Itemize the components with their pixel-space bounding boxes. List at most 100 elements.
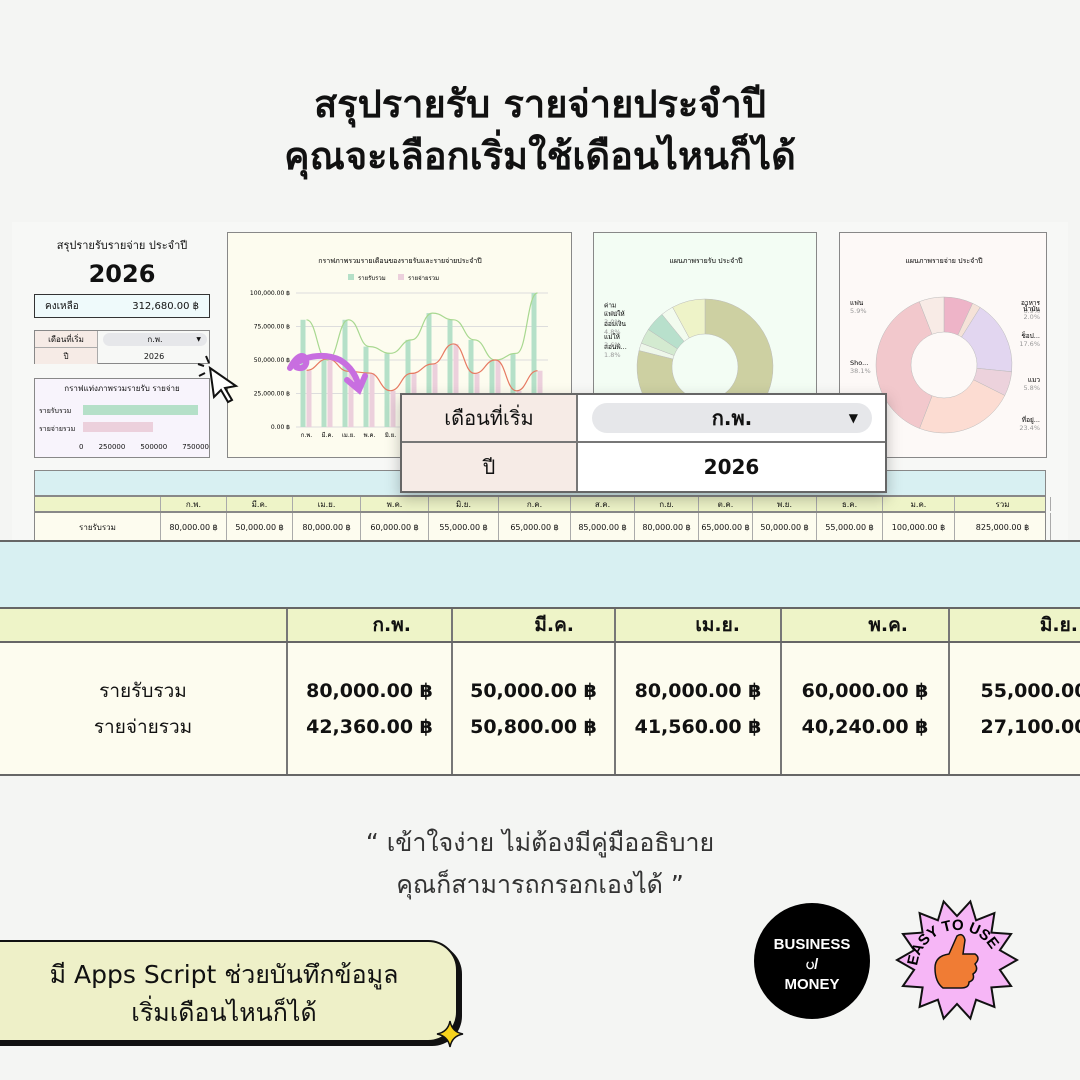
amount: 40,240.00 ฿: [801, 715, 929, 738]
trend-line: [306, 292, 538, 361]
table-cell: 80,000.00 ฿: [161, 513, 227, 541]
table-cell: 50,000.00 ฿: [227, 513, 293, 541]
expense-pie-chart: แผนภาพรายจ่าย ประจำปีอาหาร6.9%น้ำมัน2.0%…: [839, 232, 1047, 458]
year-label: ปี: [35, 348, 98, 364]
table-cell: 60,000.00 ฿: [361, 513, 429, 541]
brand-mid: ပ/: [805, 956, 819, 973]
column-header: ม.ค.: [883, 497, 955, 511]
bar: [447, 319, 453, 427]
table-cell: 55,000.00 ฿: [429, 513, 499, 541]
table-cell: 85,000.00 ฿: [571, 513, 635, 541]
y-tick-label: 100,000.00 ฿: [250, 290, 290, 297]
slice-label: ช็อป...: [1021, 331, 1040, 340]
balance-box: คงเหลือ 312,680.00 ฿: [34, 294, 210, 318]
legend-swatch: [398, 274, 404, 280]
year-input[interactable]: 2026: [703, 455, 760, 479]
chart-title: กราฟภาพรวมรายเดือนของรายรับและรายจ่ายประ…: [318, 257, 482, 265]
slice-percent: 6.9%: [1023, 307, 1040, 315]
brand-bottom: MONEY: [784, 976, 840, 993]
mini-bar-title: กราฟแท่งภาพรวมรายรับ รายจ่าย: [64, 384, 180, 393]
bar: [306, 370, 312, 427]
chevron-down-icon: ▼: [196, 336, 201, 343]
slice-label: สอนพิ...: [604, 343, 627, 351]
slice-label: ค่าม: [604, 302, 616, 310]
thumbs-up-icon: [934, 933, 979, 989]
balance-label: คงเหลือ: [45, 300, 79, 312]
balance-value: 312,680.00 ฿: [132, 300, 199, 312]
legend-swatch: [348, 274, 354, 280]
column-header: ก.พ.: [161, 497, 227, 511]
bar: [300, 319, 306, 427]
column-header: ส.ค.: [571, 497, 635, 511]
pie-slice: [918, 296, 945, 335]
cursor-icon: [197, 355, 239, 404]
mini-table-header: ก.พ.มี.ค.เม.ย.พ.ค.มิ.ย.ก.ค.ส.ค.ก.ย.ต.ค.พ…: [34, 496, 1051, 512]
table-cell: 60,000.00 ฿ 40,240.00 ฿: [782, 643, 950, 774]
slice-label: แฟนให้: [604, 310, 625, 318]
x-tick-label: มี.ค.: [322, 431, 334, 439]
slice-label: แม่ให้: [604, 333, 620, 341]
pie-slice: [672, 298, 706, 339]
table-cell: 80,000.00 ฿41,560.00 ฿: [616, 643, 782, 774]
summary-year: 2026: [88, 260, 156, 288]
x-tick-label: เม.ย.: [342, 432, 355, 439]
bar: [327, 358, 333, 427]
slice-label: ออมเงิน: [604, 320, 626, 328]
column-header: มี.ค.: [227, 497, 293, 511]
chevron-down-icon: ▼: [848, 411, 858, 425]
slice-label: แฟน: [850, 299, 864, 307]
sparkle-icon: [436, 1020, 464, 1048]
table-cell: 65,000.00 ฿: [499, 513, 571, 541]
year-label: ปี: [402, 443, 578, 491]
column-header: พ.ย.: [753, 497, 817, 511]
quote-line-2: คุณก็สามารถกรอกเองได้ ”: [396, 870, 684, 899]
slice-percent: 2.0%: [1023, 313, 1040, 321]
table-cell: 80,000.00 ฿42,360.00 ฿: [288, 643, 453, 774]
column-header: ก.พ.: [288, 609, 453, 641]
year-input[interactable]: 2026: [143, 351, 165, 361]
monthly-bar-chart: กราฟภาพรวมรายเดือนของรายรับและรายจ่ายประ…: [227, 232, 572, 458]
x-tick-label: ก.พ.: [301, 432, 312, 439]
mini-bar-income: [83, 405, 198, 415]
column-header: มี.ค.: [453, 609, 616, 641]
slice-percent: 3.0%: [604, 318, 621, 326]
column-header: ธ.ค.: [817, 497, 883, 511]
start-month-dropdown[interactable]: ก.พ.▼: [103, 333, 207, 346]
table-cell: รายรับรวม: [35, 513, 161, 541]
slice-percent: 23.4%: [1019, 424, 1040, 432]
headline-line-1: สรุปรายรับ รายจ่ายประจำปี: [313, 82, 767, 126]
slice-percent: 38.1%: [850, 367, 871, 375]
amount: 55,000.00: [980, 679, 1080, 702]
column-header: เม.ย.: [293, 497, 361, 511]
bar: [321, 360, 327, 427]
slice-label: อาหาร: [1021, 299, 1040, 307]
mini-bar-label: รายรับรวม: [39, 407, 72, 415]
mini-bar-expense: [83, 422, 153, 432]
bar: [342, 319, 348, 427]
bar: [453, 343, 459, 427]
amount: 60,000.00 ฿: [801, 679, 929, 702]
trend-line: [306, 343, 538, 392]
easy-to-use-sticker: EASY TO USE: [895, 899, 1019, 1021]
start-month-dropdown[interactable]: ก.พ.▼: [592, 403, 872, 433]
quote: “ เข้าใจง่าย ไม่ต้องมีคู่มืออธิบาย คุณก็…: [0, 822, 1080, 906]
bar: [348, 371, 354, 427]
column-header: มิ.ย.: [429, 497, 499, 511]
slice-percent: 1.8%: [604, 351, 621, 359]
amount: 41,560.00 ฿: [634, 715, 762, 738]
bar: [426, 313, 432, 427]
start-month-label: เดือนที่เริ่ม: [402, 395, 578, 443]
column-header: ก.ค.: [499, 497, 571, 511]
bar: [369, 373, 375, 427]
x-tick-label: มิ.ย.: [385, 432, 396, 439]
x-tick-label: พ.ค.: [364, 432, 376, 439]
y-tick-label: 75,000.00 ฿: [254, 324, 290, 331]
mini-bar-chart: กราฟแท่งภาพรวมรายรับ รายจ่าย รายรับรวม ร…: [34, 378, 210, 458]
divider: [578, 441, 885, 443]
amount: 80,000.00 ฿: [306, 679, 433, 702]
slice-percent: 5.9%: [850, 307, 867, 315]
big-table-title-band: [0, 540, 1080, 607]
column-header: มิ.ย.: [950, 609, 1080, 641]
table-cell: 825,000.00 ฿: [955, 513, 1051, 541]
